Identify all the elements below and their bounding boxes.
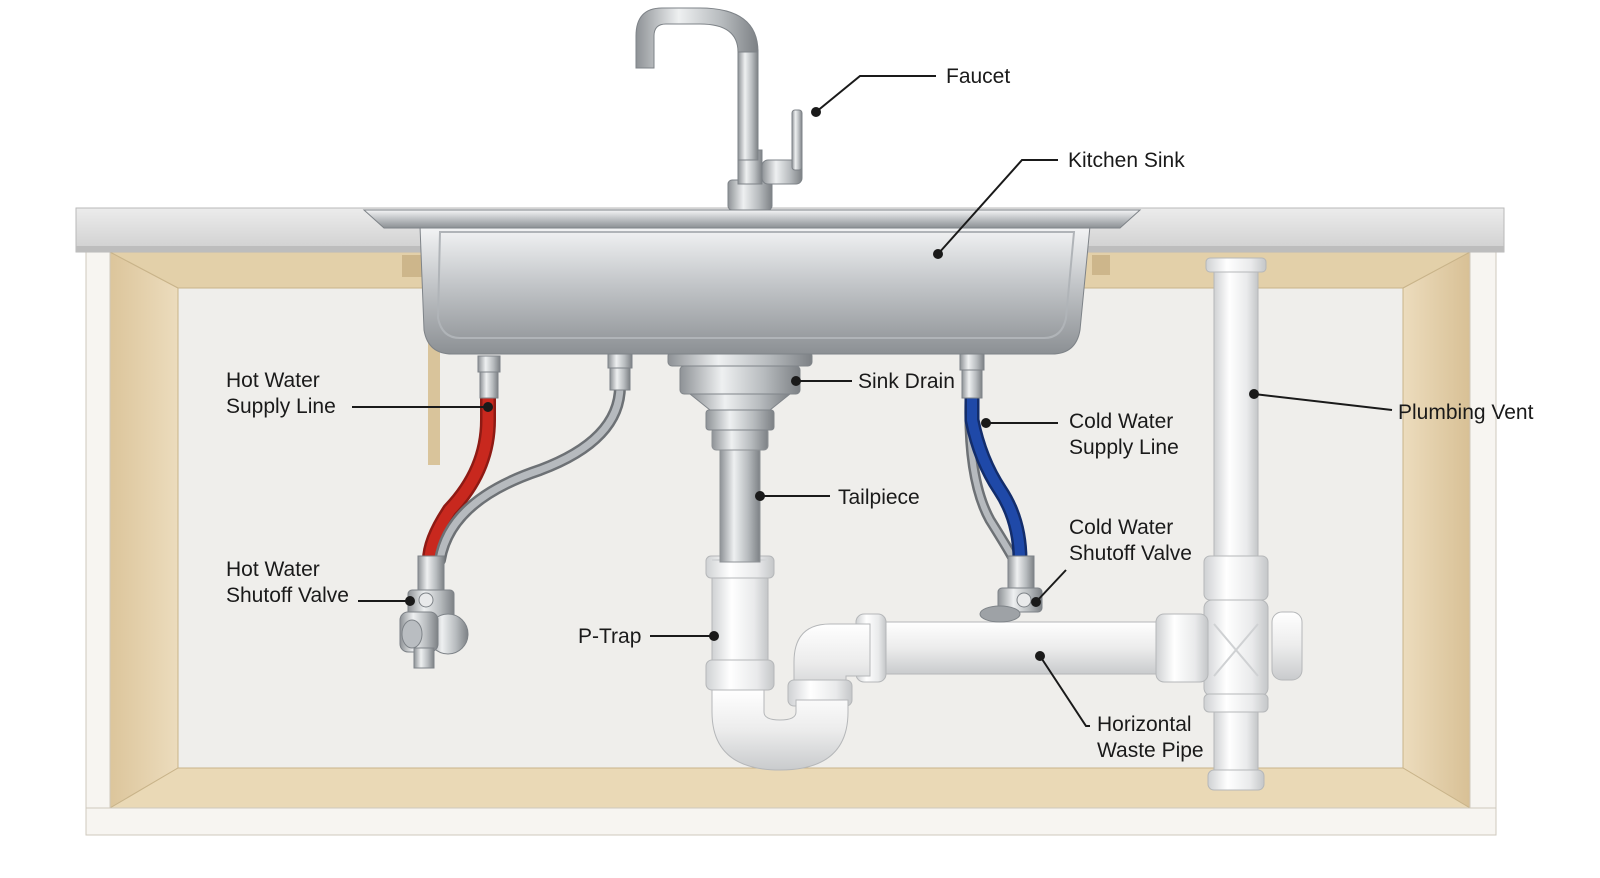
faucet [635,7,803,211]
cold-water-shutoff-valve-label: Cold Water Shutoff Valve [1069,515,1192,567]
hot-shutoff-line-2: Shutoff Valve [226,584,349,607]
plumbing-vent [1203,257,1303,791]
hot-water-supply-line-label: Hot Water Supply Line [226,368,336,420]
faucet-supply-braided-line [434,353,633,566]
horizontal-waste-pipe [855,613,1209,683]
cold-supply-line-2: Supply Line [1069,436,1179,459]
cold-shutoff-line-2: Shutoff Valve [1069,542,1192,565]
waste-pipe-line-2: Waste Pipe [1097,739,1204,762]
hot-supply-line-2: Supply Line [226,395,336,418]
hot-shutoff-line-1: Hot Water [226,558,320,581]
cabinet-floor [108,767,1472,809]
cold-supply-line-1: Cold Water [1069,410,1174,433]
horizontal-waste-pipe-label: Horizontal Waste Pipe [1097,712,1204,764]
cold-shutoff-line-1: Cold Water [1069,516,1174,539]
cold-water-shutoff-valve [979,555,1043,623]
hot-water-supply-line [422,355,501,568]
p-trap-label: P-Trap [578,625,642,648]
cabinet-left-panel [109,251,179,809]
kitchen-sink [362,209,1142,355]
cold-water-supply-line-label: Cold Water Supply Line [1069,409,1179,461]
faucet-label: Faucet [946,65,1011,88]
hot-water-shutoff-valve [399,555,469,669]
plumbing-vent-label: Plumbing Vent [1398,401,1534,424]
sink-drain-label: Sink Drain [858,370,955,393]
hot-supply-line-1: Hot Water [226,369,320,392]
cold-water-supply-line [959,353,1028,568]
tailpiece [711,427,769,563]
sink-drain [667,351,813,431]
kitchen-sink-label: Kitchen Sink [1068,149,1185,172]
waste-pipe-line-1: Horizontal [1097,713,1192,736]
hot-water-shutoff-valve-label: Hot Water Shutoff Valve [226,557,349,609]
leader-lines [352,75,1393,727]
tailpiece-label: Tailpiece [838,486,920,509]
cabinet-right-panel [1402,251,1471,809]
p-trap [705,555,871,771]
